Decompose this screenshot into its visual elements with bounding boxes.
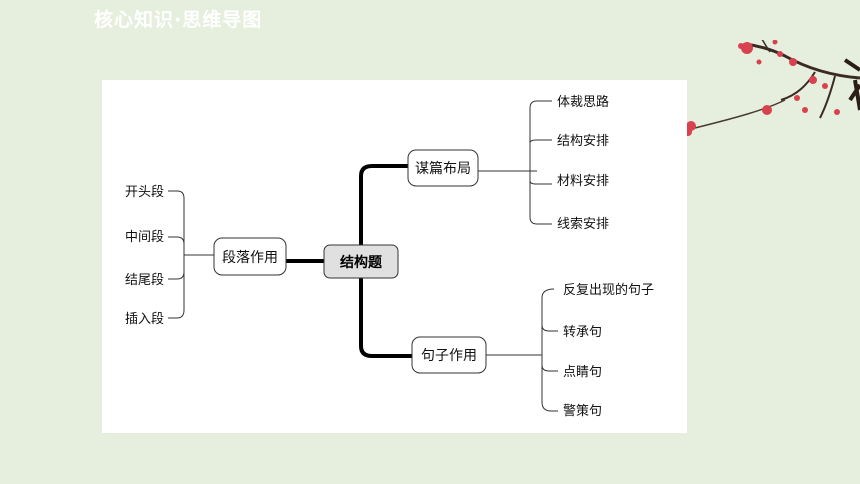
leaf-top-1: 体裁思路	[557, 94, 609, 110]
leaf-bottom-3: 点睛句	[563, 365, 602, 380]
leaf-bottom-1: 反复出现的句子	[563, 282, 654, 298]
leaf-top-4: 线索安排	[557, 217, 609, 232]
leaf-bottom-2: 转承句	[563, 325, 602, 340]
root-label: 结构题	[340, 254, 383, 271]
branch-node-bottom: 句子作用	[411, 336, 487, 374]
leaf-top-2: 结构安排	[557, 134, 609, 149]
leaf-left-2: 中间段	[125, 230, 164, 245]
branch-node-top: 谋篇布局	[407, 149, 479, 187]
leaf-top-3: 材料安排	[557, 174, 609, 189]
bottom-right-connectors	[486, 288, 558, 412]
leaf-bottom-4: 警策句	[563, 403, 602, 419]
slide-title: 核心知识·思维导图	[94, 9, 263, 31]
branch-label-left: 段落作用	[222, 250, 278, 266]
branch-label-top: 谋篇布局	[415, 161, 471, 177]
mindmap-panel: 段落作用 结构题 谋篇布局 句子作用 开头段 中间段 结尾段 插入段 体裁思路 …	[102, 80, 687, 433]
root-node: 结构题	[323, 244, 399, 279]
plum-blossom-branch-icon	[685, 40, 860, 136]
leaf-left-1: 开头段	[125, 185, 164, 200]
central-connectors	[286, 164, 412, 358]
top-right-connectors	[478, 100, 552, 225]
mindmap-diagram: 段落作用 结构题 谋篇布局 句子作用 开头段 中间段 结尾段 插入段 体裁思路 …	[125, 94, 654, 419]
leaf-left-3: 结尾段	[125, 273, 164, 288]
branch-label-bottom: 句子作用	[421, 348, 477, 364]
leaf-left-4: 插入段	[125, 312, 164, 327]
left-connectors	[168, 190, 214, 319]
branch-node-left: 段落作用	[213, 237, 287, 276]
